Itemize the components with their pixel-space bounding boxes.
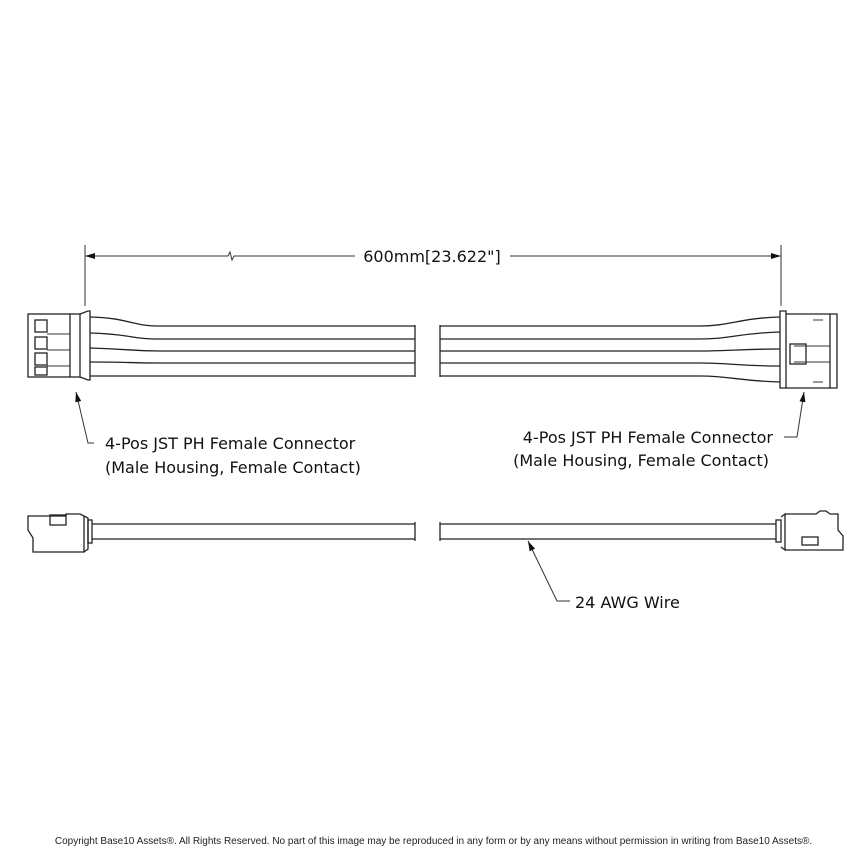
left-callout: 4-Pos JST PH Female Connector (Male Hous… bbox=[75, 391, 361, 477]
right-connector-top-view bbox=[779, 310, 838, 389]
svg-text:4-Pos JST PH Female Connector: 4-Pos JST PH Female Connector bbox=[105, 434, 356, 453]
left-connector-top-view bbox=[27, 310, 91, 381]
svg-text:4-Pos JST PH Female Connector: 4-Pos JST PH Female Connector bbox=[523, 428, 774, 447]
wire-callout: 24 AWG Wire bbox=[527, 540, 680, 612]
copyright-footer: Copyright Base10 Assets®. All Rights Res… bbox=[54, 836, 813, 847]
dimension-label: 600mm[23.622"] bbox=[363, 247, 501, 266]
right-connector-side-view bbox=[775, 510, 844, 552]
wire-side-view bbox=[92, 522, 776, 541]
svg-text:(Male Housing, Female Contact): (Male Housing, Female Contact) bbox=[513, 451, 769, 470]
svg-text:24 AWG Wire: 24 AWG Wire bbox=[575, 593, 680, 612]
length-dimension: 600mm[23.622"] bbox=[84, 245, 782, 306]
left-connector-side-view bbox=[27, 513, 93, 553]
wires-top-view bbox=[89, 316, 781, 383]
svg-text:(Male Housing, Female Contact): (Male Housing, Female Contact) bbox=[105, 458, 361, 477]
right-callout: 4-Pos JST PH Female Connector (Male Hous… bbox=[513, 391, 806, 470]
